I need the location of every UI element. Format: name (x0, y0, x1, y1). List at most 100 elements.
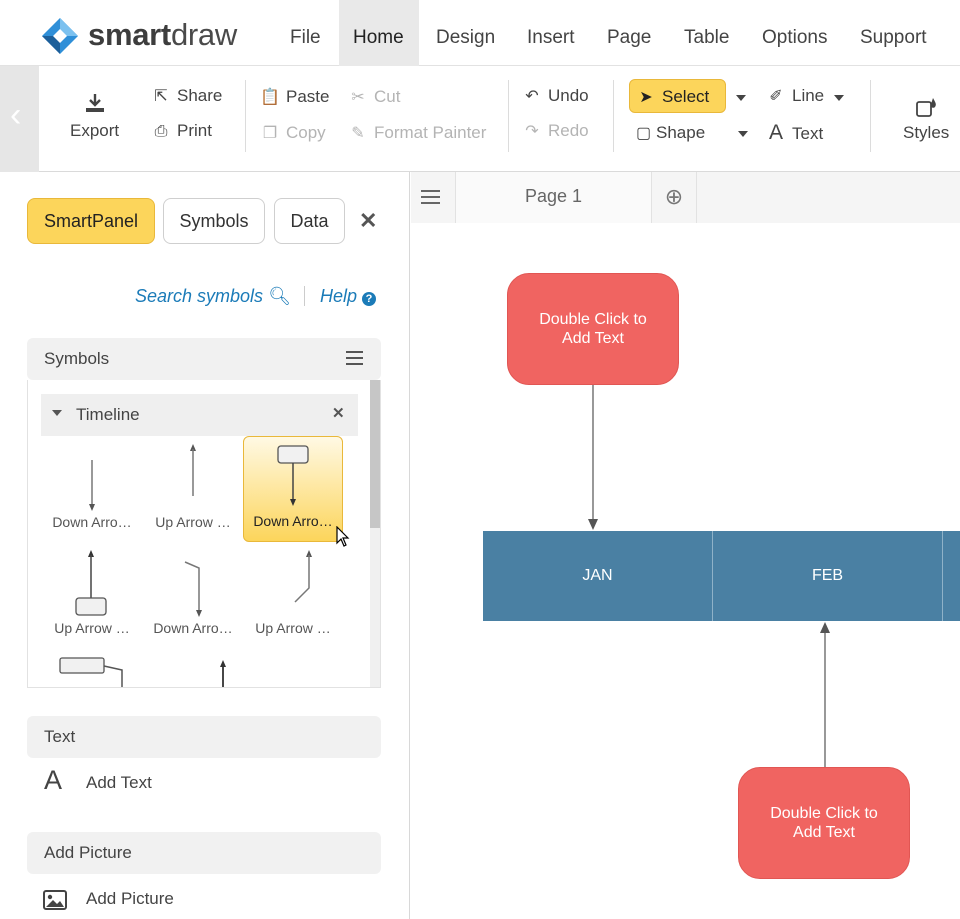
export-button[interactable]: Export (70, 121, 120, 140)
month-label-jan[interactable]: JAN (582, 567, 613, 584)
link-divider (304, 286, 305, 306)
text-section-header[interactable]: Text (27, 716, 381, 758)
download-icon[interactable] (84, 92, 106, 114)
menu-insert[interactable]: Insert (527, 27, 575, 48)
add-picture-item[interactable]: Add Picture (86, 889, 174, 908)
select-tool-button[interactable] (629, 79, 726, 113)
smartdraw-logo-icon (42, 18, 78, 54)
month-divider (942, 531, 943, 621)
menu-support[interactable]: Support (860, 27, 927, 48)
symbols-scrollbar[interactable] (370, 380, 380, 687)
ribbon-toolbar: ‹ Export ⇱Share ⎙Print 📋Paste ❐Copy ✂Cut… (0, 66, 960, 172)
mouse-pointer-icon (336, 526, 350, 547)
symbol-library-box: Timeline ✕ Down Arro… Up Arrow … Down Ar… (27, 380, 381, 688)
chevron-left-icon: ‹ (10, 96, 22, 134)
copy-button[interactable]: ❐Copy (260, 123, 326, 143)
undo-button[interactable]: ↶Undo (522, 86, 588, 106)
menu-home[interactable]: Home (339, 0, 419, 66)
triangle-down-icon[interactable] (52, 410, 62, 416)
shape-tool-button[interactable]: ▢Shape (636, 123, 706, 142)
clipboard-icon: 📋 (260, 89, 280, 106)
up-arrow-symbol-icon (220, 660, 226, 687)
app-logo-text: smartdraw (88, 17, 237, 52)
symbol-up-arrow-box[interactable]: Up Arrow … (42, 542, 142, 648)
symbol-up-arrow-partial[interactable] (143, 648, 243, 687)
up-arrow-symbol-icon (190, 444, 196, 496)
symbol-box-connector-partial[interactable] (42, 648, 142, 687)
share-button[interactable]: ⇱Share (151, 86, 222, 106)
page-list-icon[interactable] (421, 190, 440, 204)
symbol-up-arrow-bent[interactable]: Up Arrow … (243, 542, 343, 648)
symbol-down-arrow-1[interactable]: Down Arro… (42, 436, 142, 542)
close-panel-icon[interactable]: ✕ (359, 208, 378, 233)
scissors-icon: ✂ (351, 89, 365, 106)
line-pen-icon: ✐ (769, 88, 783, 105)
ribbon-divider (613, 80, 614, 152)
ribbon-divider (870, 80, 871, 152)
menu-table[interactable]: Table (684, 27, 730, 48)
redo-button[interactable]: ↷Redo (522, 121, 588, 141)
menu-design[interactable]: Design (436, 27, 496, 48)
left-panel: SmartPanel Symbols Data ✕ Search symbols… (0, 172, 410, 919)
drawing-canvas[interactable]: Page 1 ⊕ Double Click to Add Text JAN FE… (411, 172, 960, 919)
select-dropdown-caret-icon[interactable] (736, 95, 746, 101)
month-label-feb[interactable]: FEB (811, 567, 844, 584)
line-dropdown-caret-icon[interactable] (834, 95, 844, 101)
down-arrow-symbol-icon (89, 460, 95, 511)
symbol-down-arrow-bent[interactable]: Down Arro… (143, 542, 243, 648)
select-tool-label: ➤Select (636, 87, 709, 107)
tab-data[interactable]: Data (274, 198, 345, 244)
page-tabs-bar: Page 1 ⊕ (411, 172, 960, 223)
printer-icon: ⎙ (154, 123, 168, 140)
symbols-section-header[interactable]: Symbols (27, 338, 381, 380)
add-page-icon[interactable]: ⊕ (652, 172, 697, 223)
shape-dropdown-caret-icon[interactable] (738, 131, 748, 137)
collapse-ribbon-button[interactable]: ‹ (0, 66, 39, 172)
paintbrush-icon: ✎ (351, 125, 365, 142)
connector-lines (588, 383, 830, 767)
format-painter-button[interactable]: ✎Format Painter (348, 123, 486, 143)
tab-smartpanel[interactable]: SmartPanel (27, 198, 155, 244)
scrollbar-thumb[interactable] (370, 380, 380, 528)
close-library-icon[interactable]: ✕ (332, 405, 345, 422)
ribbon-divider (508, 80, 509, 152)
help-circle-icon: ? (362, 292, 377, 306)
text-bubble-bottom[interactable]: Double Click to Add Text (738, 767, 910, 879)
add-text-item[interactable]: Add Text (86, 773, 152, 792)
hamburger-menu-icon[interactable] (346, 351, 363, 365)
box-up-arrow-symbol-icon (75, 550, 107, 616)
add-picture-section-header[interactable]: Add Picture (27, 832, 381, 874)
month-divider (712, 531, 713, 621)
copy-icon: ❐ (262, 125, 278, 142)
undo-icon: ↶ (525, 88, 539, 105)
cut-button[interactable]: ✂Cut (348, 87, 400, 107)
box-connector-symbol-icon (59, 657, 123, 687)
symbol-down-arrow-box-selected[interactable]: Down Arro… (243, 436, 343, 542)
timeline-library-header[interactable]: Timeline (41, 394, 358, 436)
styles-icon[interactable] (915, 96, 939, 118)
cursor-arrow-icon: ➤ (639, 89, 653, 106)
line-tool-button[interactable]: ✐Line (766, 86, 824, 106)
tab-symbols[interactable]: Symbols (163, 198, 265, 244)
page-tab-1[interactable]: Page 1 (455, 172, 652, 223)
help-link[interactable]: Help ? (320, 286, 377, 307)
paste-button[interactable]: 📋Paste (260, 87, 330, 106)
menu-options[interactable]: Options (762, 27, 828, 48)
timeline-band[interactable]: JAN FEB (483, 531, 960, 621)
text-a-large-icon: A (44, 765, 63, 795)
symbol-up-arrow-1[interactable]: Up Arrow … (143, 436, 243, 542)
menu-file[interactable]: File (290, 27, 321, 48)
print-button[interactable]: ⎙Print (151, 121, 212, 141)
menu-page[interactable]: Page (607, 27, 652, 48)
text-bubble-top[interactable]: Double Click to Add Text (507, 273, 679, 385)
share-icon: ⇱ (154, 88, 168, 105)
search-symbols-link[interactable]: Search symbols 🔍︎ (135, 286, 291, 306)
ribbon-divider (245, 80, 246, 152)
top-menu-bar: smartdraw File Home Design Insert Page T… (0, 0, 960, 66)
styles-button[interactable]: Styles (903, 123, 950, 142)
image-icon (43, 890, 67, 910)
bent-up-arrow-symbol-icon (294, 550, 312, 603)
text-a-icon: A (768, 121, 783, 144)
bent-down-arrow-symbol-icon (184, 561, 202, 617)
